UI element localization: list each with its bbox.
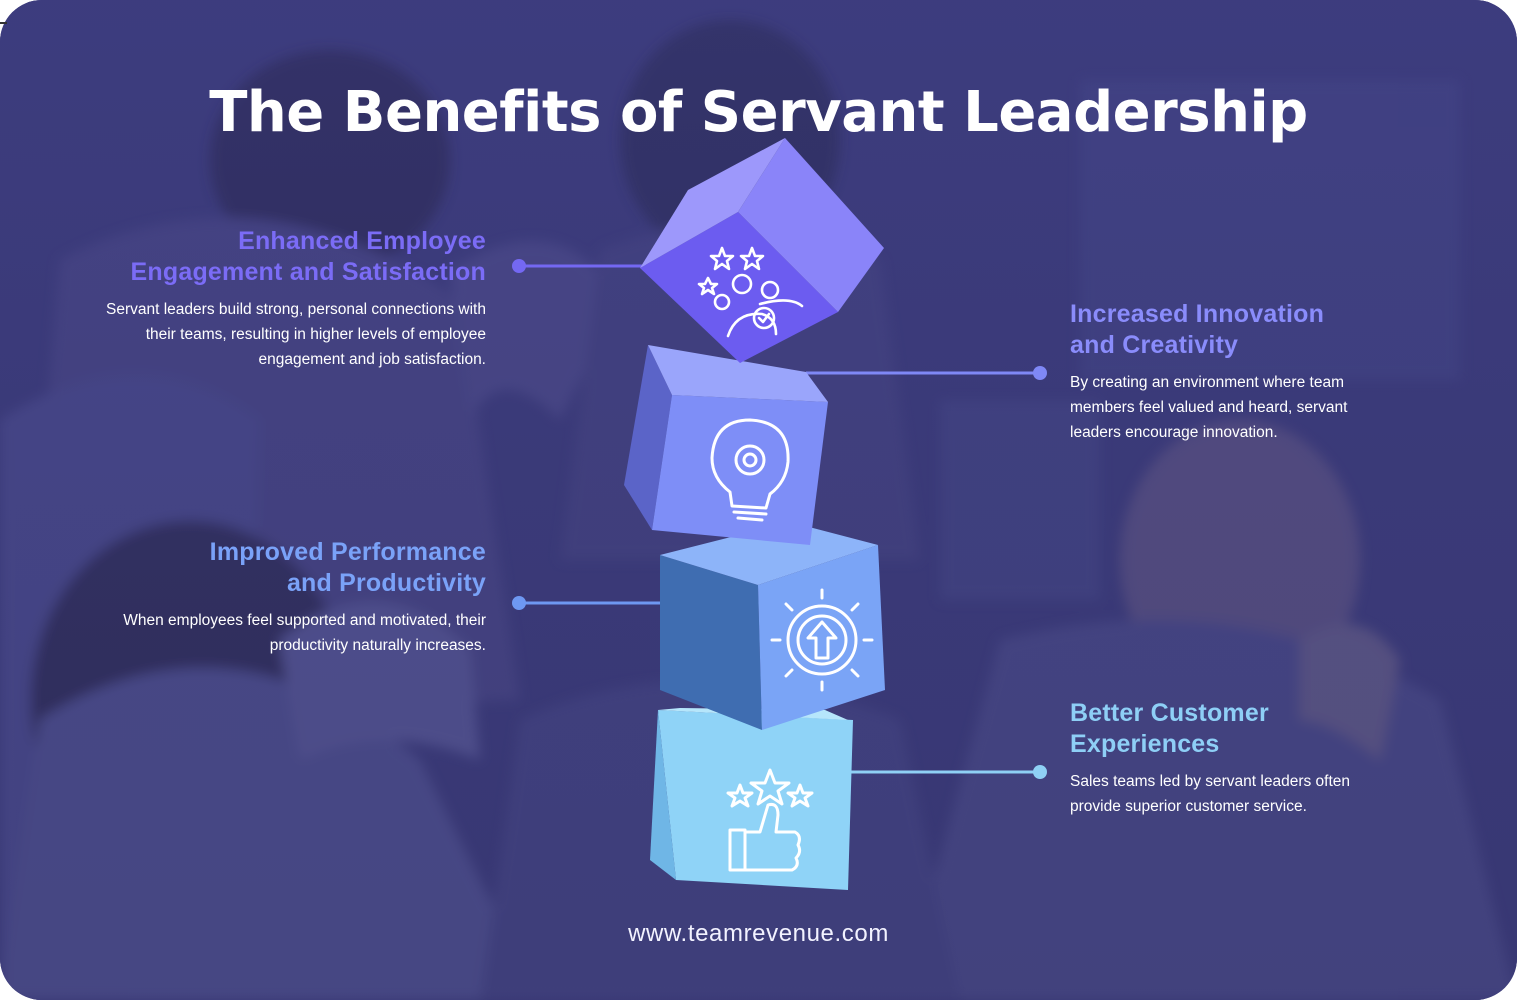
benefit-heading: Enhanced Employee Engagement and Satisfa… <box>80 226 486 288</box>
benefit-performance: Improved Performance and Productivity Wh… <box>100 537 486 659</box>
benefit-description: Servant leaders build strong, personal c… <box>106 301 486 368</box>
lightbulb-gear-icon <box>710 418 790 522</box>
corner-mark <box>0 22 7 24</box>
connector-1 <box>512 259 660 273</box>
connector-2 <box>806 366 1047 380</box>
heading-line: Enhanced Employee <box>238 227 486 255</box>
cube-innovation <box>624 345 828 545</box>
heading-line: Improved Performance <box>209 538 486 566</box>
benefit-description: Sales teams led by servant leaders often… <box>1070 773 1351 815</box>
cube-engagement <box>640 138 884 363</box>
connector-3 <box>512 596 660 610</box>
heading-line: and Productivity <box>286 569 486 597</box>
benefit-heading: Improved Performance and Productivity <box>100 537 486 599</box>
benefit-innovation: Increased Innovation and Creativity By c… <box>1070 299 1370 445</box>
heading-line: Increased Innovation <box>1070 300 1325 328</box>
benefit-heading: Increased Innovation and Creativity <box>1070 299 1370 361</box>
heading-line: Experiences <box>1070 730 1220 758</box>
team-stars-icon <box>697 246 804 338</box>
thumbs-up-stars-icon <box>726 768 814 872</box>
cube-performance <box>660 522 885 730</box>
connector-4 <box>850 765 1047 779</box>
benefit-description: By creating an environment where team me… <box>1070 374 1348 441</box>
heading-line: Better Customer <box>1070 699 1269 727</box>
gear-arrow-up-icon <box>770 588 874 692</box>
benefit-heading: Better Customer Experiences <box>1070 698 1370 760</box>
heading-line: and Creativity <box>1070 331 1239 359</box>
page-title: The Benefits of Servant Leadership <box>209 79 1308 145</box>
heading-line: Engagement and Satisfaction <box>130 258 486 286</box>
benefit-customer-experience: Better Customer Experiences Sales teams … <box>1070 698 1370 820</box>
cube-customer-experience <box>650 708 853 890</box>
benefit-description: When employees feel supported and motiva… <box>123 612 486 654</box>
benefit-engagement: Enhanced Employee Engagement and Satisfa… <box>80 226 486 372</box>
website-url: www.teamrevenue.com <box>628 920 889 947</box>
